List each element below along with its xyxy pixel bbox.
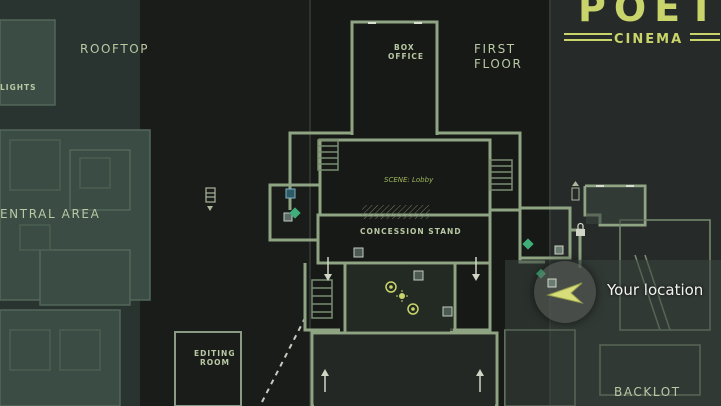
room-label-editing-1: EDITING <box>194 349 236 358</box>
room-label-concession-stand: CONCESSION STAND <box>360 227 462 236</box>
cinema-sign-subtitle: CINEMA <box>614 32 684 47</box>
save-icon[interactable] <box>283 212 293 222</box>
area-label-backlot: BACKLOT <box>614 385 681 399</box>
item-icon[interactable] <box>289 207 301 219</box>
target-icon[interactable] <box>407 303 419 315</box>
ladder-icon[interactable] <box>571 181 580 201</box>
area-label-first-floor-2: FLOOR <box>474 57 523 71</box>
area-label-central-area: ENTRAL AREA <box>0 207 101 221</box>
save-icon[interactable] <box>554 245 564 255</box>
save-icon[interactable] <box>285 188 296 199</box>
target-icon[interactable] <box>385 281 397 293</box>
player-arrow-icon <box>546 278 584 304</box>
scene-label: SCENE: Lobby <box>384 176 434 184</box>
room-label-box-office-2: OFFICE <box>388 52 425 61</box>
player-location-label: Your location <box>607 281 704 299</box>
area-label-rooftop: ROOFTOP <box>80 42 150 56</box>
area-label-first-floor-1: FIRST <box>474 42 516 56</box>
save-icon[interactable] <box>353 247 364 258</box>
area-label-lights: LIGHTS <box>0 83 37 92</box>
item-icon[interactable] <box>522 238 534 250</box>
save-icon[interactable] <box>442 306 453 317</box>
room-label-box-office-1: BOX <box>394 43 415 52</box>
cinema-sign-title: POET <box>578 0 721 30</box>
cinema-sign-lines <box>564 33 720 41</box>
lock-icon[interactable] <box>576 222 585 237</box>
room-label-editing-2: ROOM <box>200 358 230 367</box>
sun-icon[interactable] <box>396 290 408 302</box>
save-icon[interactable] <box>413 270 424 281</box>
